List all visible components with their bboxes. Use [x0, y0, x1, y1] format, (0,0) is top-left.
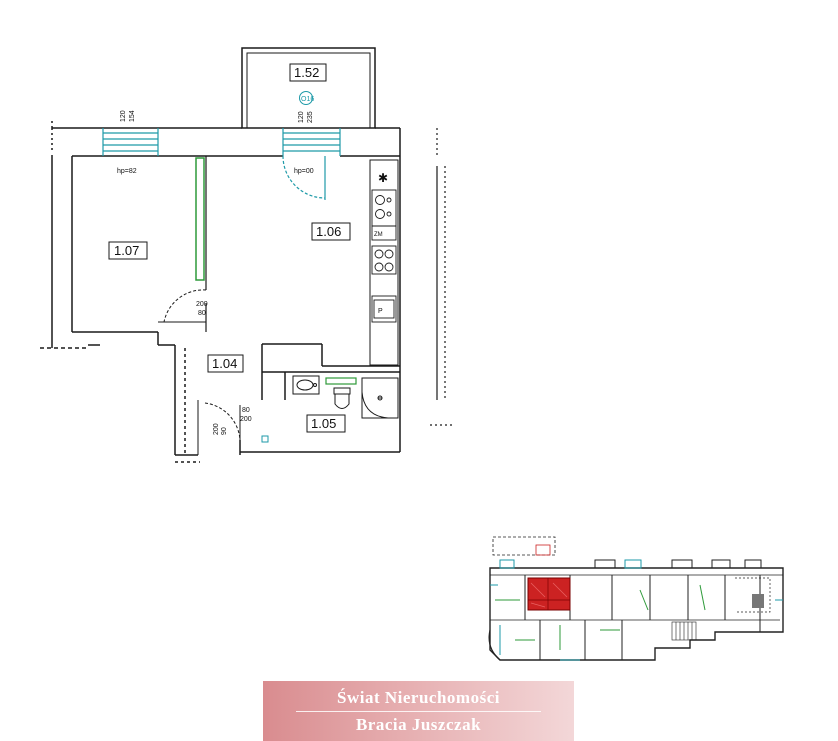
window-left — [102, 128, 159, 156]
door-105-dim-b: 200 — [240, 416, 252, 423]
win-right-dim-a: 120 — [298, 111, 305, 123]
outer-wall-left — [40, 128, 158, 349]
highlighted-unit — [527, 544, 571, 611]
bathroom-walls — [239, 366, 401, 455]
win-left-dim-a: 120 — [120, 110, 127, 122]
logo-divider — [296, 710, 541, 712]
door-entry-dim-a: 200 — [213, 423, 220, 435]
room-1-07-label: 1.07 — [114, 243, 139, 258]
room-1-06: 1.06 — [311, 222, 351, 241]
hp-right: hp=00 — [294, 168, 314, 175]
outer-wall-top — [51, 118, 401, 157]
door-entry-dim-b: 90 — [221, 427, 228, 435]
door-105 — [204, 402, 269, 443]
win-right-dim-b: 235 — [307, 111, 314, 123]
bathroom-fixtures — [292, 375, 399, 419]
door-107-dim-a: 200 — [196, 301, 208, 308]
hallway-walls — [88, 332, 323, 463]
room-1-07: 1.07 — [108, 241, 148, 260]
green-glazed-partition — [195, 157, 205, 281]
dishwasher-label-icon: ZM — [374, 232, 383, 238]
room-1-05-label: 1.05 — [311, 416, 336, 431]
room-1-52-label: 1.52 — [294, 65, 319, 80]
balcony-door — [282, 128, 341, 200]
main-floor-plan: ✱ ZM P — [40, 47, 452, 463]
outer-wall-right — [430, 128, 452, 426]
hp-left: hp=82 — [117, 168, 137, 175]
win-left-dim-b: 154 — [129, 110, 136, 122]
balcony-1-52 — [241, 47, 376, 129]
room-labels: 1.52 1.07 1.06 1.04 1.05 — [108, 63, 351, 433]
room-1-04: 1.04 — [207, 354, 244, 373]
logo-line-2: Bracia Juszczak — [355, 714, 482, 734]
dimension-annotations: 120 154 120 235 hp=82 hp=00 200 80 80 20… — [117, 110, 314, 435]
key-plan-thumbnail — [488, 536, 784, 661]
kitchen-appliances: ✱ ZM P — [371, 171, 397, 323]
door-105-dim-a: 80 — [242, 407, 250, 414]
fridge-icon: ✱ — [378, 171, 388, 185]
company-logo-banner: Świat Nieruchomości Bracia Juszczak — [263, 681, 574, 741]
room-1-05: 1.05 — [306, 414, 346, 433]
room-1-04-label: 1.04 — [212, 356, 237, 371]
room-1-06-label: 1.06 — [316, 224, 341, 239]
kitchen-wall-right — [322, 156, 401, 367]
kitchen-counter — [369, 159, 399, 366]
window-marker-o16: O16 — [299, 91, 314, 105]
door-107 — [158, 289, 207, 323]
door-107-dim-b: 80 — [198, 310, 206, 317]
oven-icon: P — [378, 308, 383, 315]
logo-line-1: Świat Nieruchomości — [337, 687, 500, 707]
window-marker-text: O16 — [301, 96, 314, 103]
room-1-52: 1.52 — [289, 63, 327, 82]
